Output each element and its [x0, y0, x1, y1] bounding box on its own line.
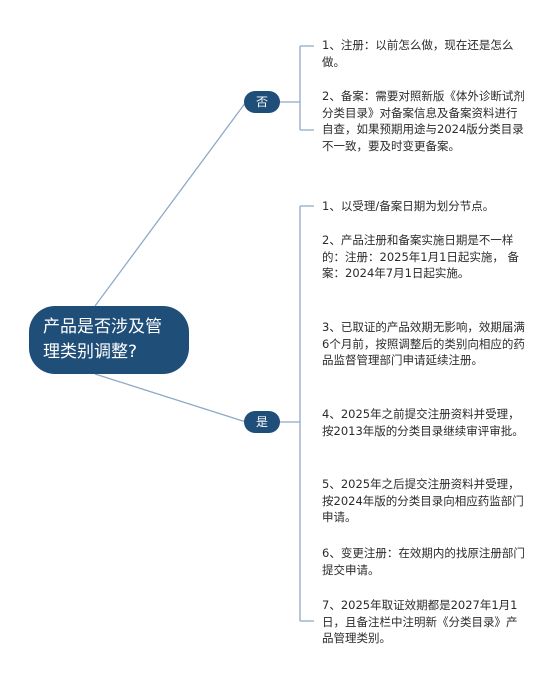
root-node: 产品是否涉及管理类别调整? [29, 306, 189, 374]
branch-node-yes: 是 [244, 411, 280, 433]
leaf-no-2: 2、备案：需要对照新版《体外诊断试剂分类目录》对备案信息及备案资料进行自查，如果… [322, 89, 525, 153]
connector-root-to-yes [94, 373, 247, 423]
leaf-yes-1: 1、以受理/备案日期为划分节点。 [322, 199, 495, 213]
leaf-yes-5: 5、2025年之后提交注册资料并受理，按2024年版的分类目录向相应药监部门申请… [322, 477, 524, 524]
branch-node-no: 否 [244, 91, 280, 113]
leaf-yes-6: 6、变更注册：在效期内的找原注册部门提交申请。 [322, 546, 525, 577]
bracket-yes [276, 205, 314, 622]
leaf-yes-3: 3、已取证的产品效期无影响，效期届满6个月前，按照调整后的类别向相应的药品监督管… [322, 320, 525, 367]
connector-root-to-no [94, 101, 247, 307]
leaf-yes-2: 2、产品注册和备案实施日期是不一样的：注册：2025年1月1日起实施， 备案：2… [322, 233, 520, 280]
bracket-no [276, 45, 314, 131]
leaf-yes-7: 7、2025年取证效期都是2027年1月1日，且备注栏中注明新《分类目录》产品管… [322, 598, 518, 645]
leaf-no-1: 1、注册：以前怎么做，现在还是怎么做。 [322, 38, 514, 69]
leaf-yes-4: 4、2025年之前提交注册资料并受理，按2013年版的分类目录继续审评审批。 [322, 407, 524, 438]
